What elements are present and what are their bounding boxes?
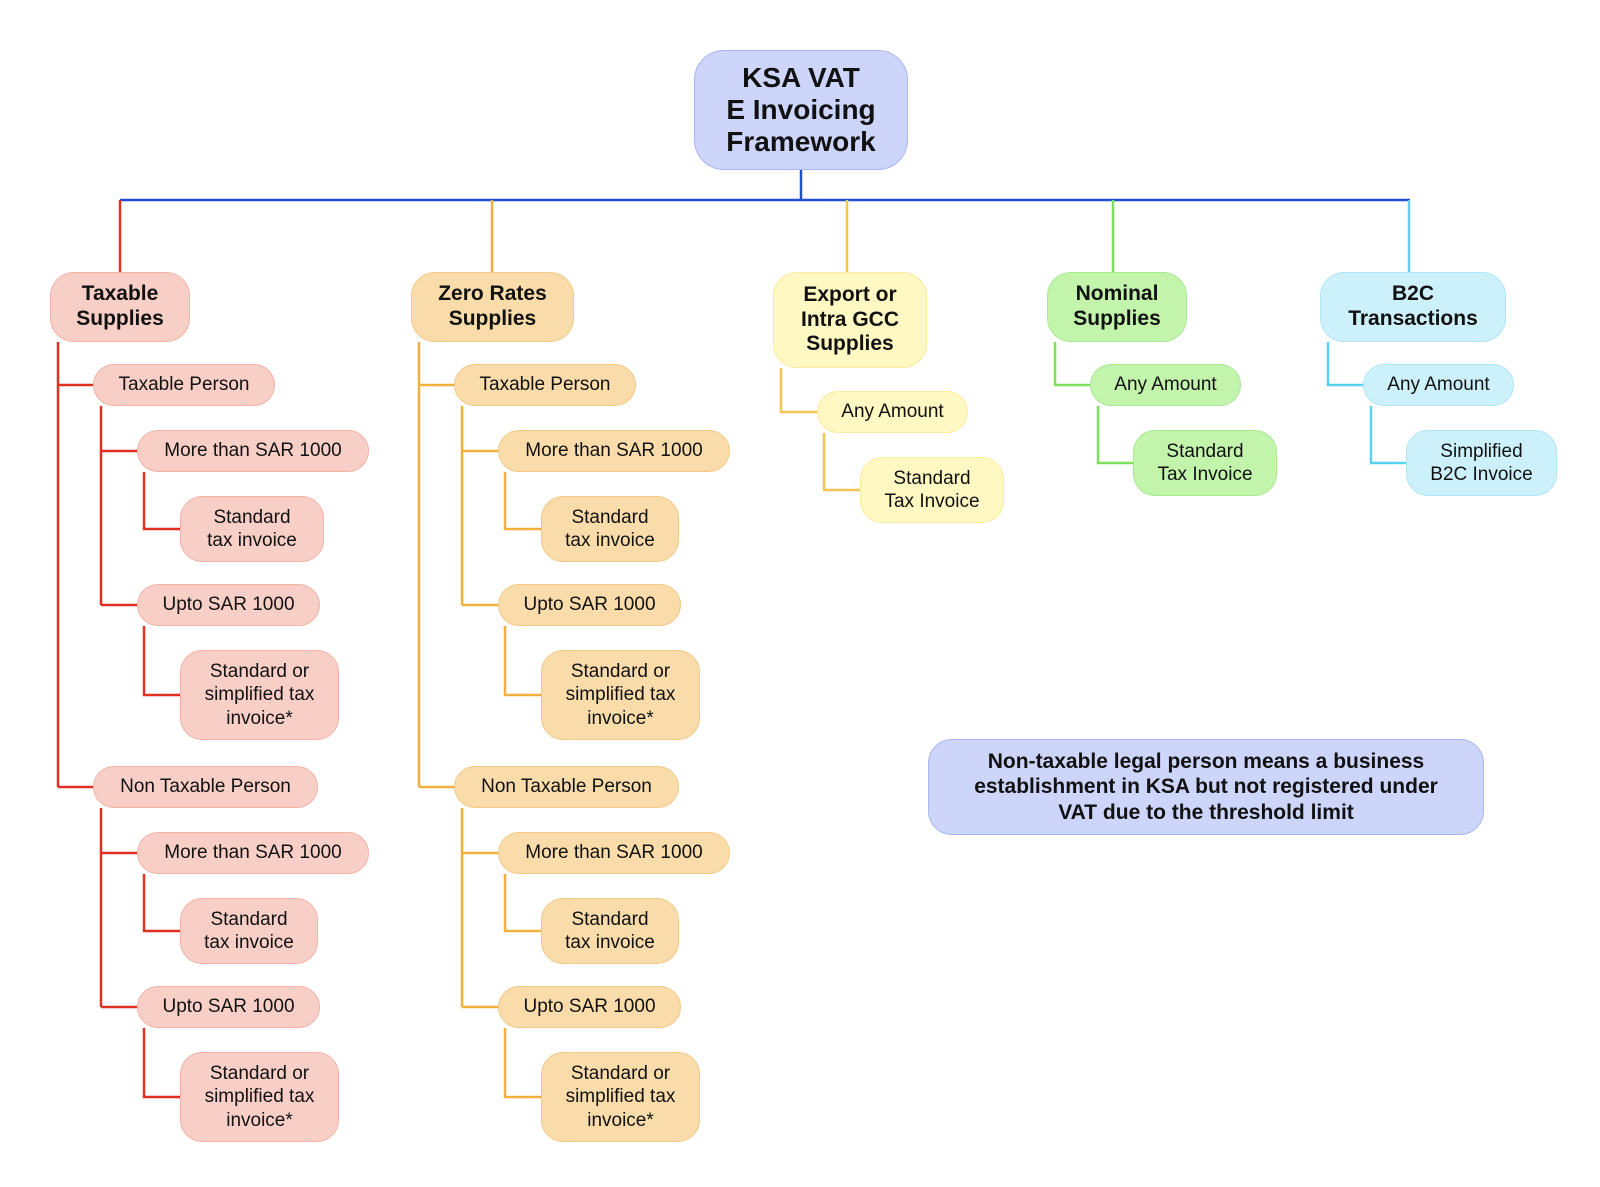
b2c-transactions-node: B2C Transactions [1320, 272, 1506, 342]
export-standard-invoice-node: Standard Tax Invoice [860, 457, 1004, 523]
zero-ntp-more-to-inv [503, 874, 543, 933]
nominal-standard-invoice-node: Standard Tax Invoice [1133, 430, 1277, 496]
definition-note: Non-taxable legal person means a busines… [928, 739, 1484, 835]
zero-ntp-standard-invoice-node: Standard tax invoice [541, 898, 679, 964]
taxable-person-node: Taxable Person [93, 364, 275, 406]
zero-ntp-more-than-node: More than SAR 1000 [498, 832, 730, 874]
taxable-ntp-more-than-node: More than SAR 1000 [137, 832, 369, 874]
zero-ntp-upto-node: Upto SAR 1000 [498, 986, 681, 1028]
taxable-tp-more-to-inv [142, 472, 182, 531]
taxable-tp-upto-to-inv [142, 626, 182, 697]
taxable-tp-standard-or-simplified-node: Standard or simplified tax invoice* [180, 650, 339, 740]
export-any-amount-node: Any Amount [817, 391, 968, 433]
zero-ntp-standard-or-simplified-node: Standard or simplified tax invoice* [541, 1052, 700, 1142]
taxable-tp-standard-invoice-node: Standard tax invoice [180, 496, 324, 562]
zero-non-taxable-person-node: Non Taxable Person [454, 766, 679, 808]
zero-tp-standard-or-simplified-node: Standard or simplified tax invoice* [541, 650, 700, 740]
taxable-tp-upto-node: Upto SAR 1000 [137, 584, 320, 626]
zero-tp-upto-to-inv [503, 626, 543, 697]
nominal-supplies-node: Nominal Supplies [1047, 272, 1187, 342]
nominal-amount-to-invoice [1096, 406, 1136, 465]
taxable-non-taxable-person-node: Non Taxable Person [93, 766, 318, 808]
zero-ntp-upto-to-inv [503, 1028, 543, 1099]
nominal-to-amount [1053, 342, 1092, 387]
taxable-ntp-upto-node: Upto SAR 1000 [137, 986, 320, 1028]
zero-rates-supplies-node: Zero Rates Supplies [411, 272, 574, 342]
b2c-to-amount [1326, 342, 1365, 387]
zero-tp-more-to-inv [503, 472, 543, 531]
export-amount-to-invoice [822, 433, 862, 492]
taxable-supplies-node: Taxable Supplies [50, 272, 190, 342]
taxable-ntp-more-to-inv [142, 874, 182, 933]
zero-tp-upto-node: Upto SAR 1000 [498, 584, 681, 626]
root-title-node: KSA VAT E Invoicing Framework [694, 50, 908, 170]
taxable-ntp-upto-to-inv [142, 1028, 182, 1099]
b2c-any-amount-node: Any Amount [1363, 364, 1514, 406]
taxable-ntp-standard-or-simplified-node: Standard or simplified tax invoice* [180, 1052, 339, 1142]
b2c-amount-to-invoice [1369, 406, 1409, 465]
export-to-amount [779, 368, 818, 414]
zero-tp-standard-invoice-node: Standard tax invoice [541, 496, 679, 562]
b2c-simplified-invoice-node: Simplified B2C Invoice [1406, 430, 1557, 496]
zero-taxable-person-node: Taxable Person [454, 364, 636, 406]
taxable-tp-more-than-node: More than SAR 1000 [137, 430, 369, 472]
export-intra-gcc-node: Export or Intra GCC Supplies [773, 272, 927, 368]
zero-tp-more-than-node: More than SAR 1000 [498, 430, 730, 472]
nominal-any-amount-node: Any Amount [1090, 364, 1241, 406]
taxable-ntp-standard-invoice-node: Standard tax invoice [180, 898, 318, 964]
